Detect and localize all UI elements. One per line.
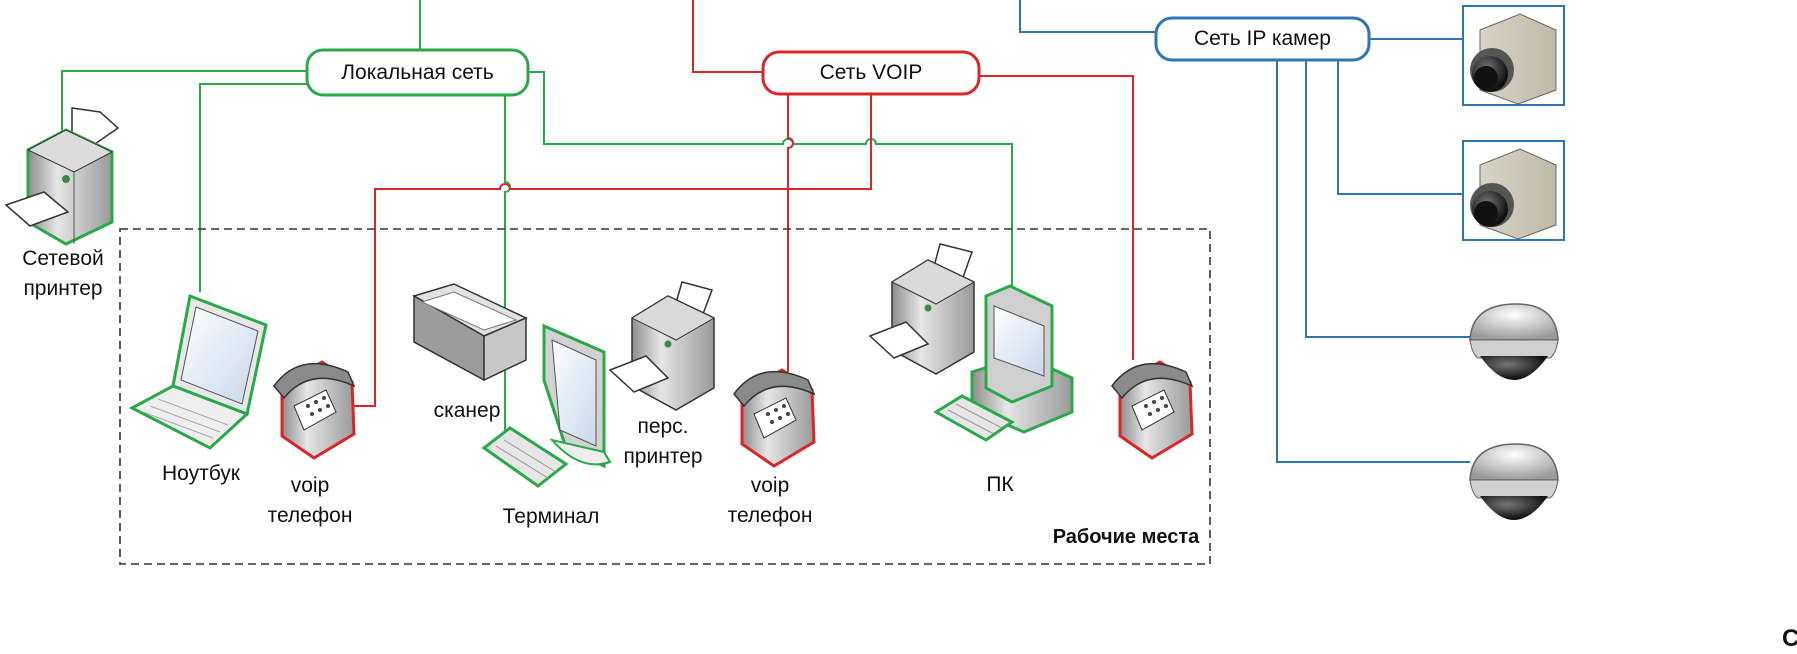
- pc-icon[interactable]: [868, 243, 1074, 442]
- cut-off-label: С: [1782, 625, 1797, 652]
- lan-to-notebook: [199, 83, 307, 292]
- voip-to-phone-3: [979, 75, 1134, 360]
- voip-phone-2-label-line-2: телефон: [727, 504, 813, 527]
- ipcam-to-cam-3: [1305, 61, 1470, 338]
- lan-to-net-printer: [61, 70, 307, 140]
- ipcam-to-cam-4: [1276, 61, 1470, 463]
- ipcam-links: [1019, 0, 1470, 463]
- ipcam-uplink: [1019, 0, 1156, 33]
- net-printer-label: Сетевой принтер: [8, 244, 118, 304]
- workplaces-label: Рабочие места: [1052, 526, 1200, 548]
- box-camera-icon-2[interactable]: [1462, 140, 1565, 241]
- lan-to-terminal: [504, 96, 511, 435]
- pc-label: ПК: [986, 473, 1014, 496]
- terminal-label: Терминал: [502, 505, 600, 528]
- voip-links: [348, 0, 1134, 407]
- scanner-icon[interactable]: [412, 283, 528, 382]
- notebook-label: Ноутбук: [162, 462, 240, 485]
- voip-phone-2-label: voip телефон: [715, 471, 825, 531]
- voip-label: Сеть VOIP: [819, 61, 923, 84]
- dome-camera-icon-2[interactable]: [1469, 443, 1559, 520]
- voip-phone-1-label-line-2: телефон: [267, 504, 353, 527]
- scanner-label: сканер: [433, 399, 501, 422]
- voip-node[interactable]: [761, 50, 981, 96]
- workplaces-frame: [119, 228, 1211, 565]
- voip-uplink: [692, 0, 763, 73]
- pers-printer-icon[interactable]: [608, 281, 716, 411]
- voip-phone-icon-1[interactable]: [273, 360, 356, 460]
- lan-node[interactable]: [305, 48, 530, 97]
- ipcam-to-cam-2: [1337, 61, 1462, 195]
- ipcam-label: Сеть IP камер: [1194, 27, 1331, 50]
- voip-phone-1-label: voip телефон: [255, 471, 365, 531]
- net-printer-label-line-2: принтер: [23, 277, 103, 300]
- lan-label: Локальная сеть: [341, 60, 494, 84]
- pers-printer-label-line-2: принтер: [623, 445, 703, 468]
- voip-phone-1-label-line-1: voip: [290, 474, 330, 497]
- ipcam-node[interactable]: [1154, 16, 1371, 62]
- net-printer-icon[interactable]: [4, 107, 120, 246]
- dome-camera-icon-1[interactable]: [1469, 303, 1559, 380]
- notebook-icon[interactable]: [128, 293, 268, 450]
- pers-printer-label-line-1: перс.: [637, 415, 689, 438]
- voip-phone-icon-2[interactable]: [733, 368, 816, 468]
- voip-to-phone-2: [787, 93, 794, 372]
- voip-to-phone-1: [348, 93, 872, 407]
- terminal-icon[interactable]: [481, 323, 612, 488]
- net-printer-label-line-1: Сетевой: [22, 247, 104, 270]
- pers-printer-label: перс. принтер: [608, 412, 718, 472]
- voip-phone-2-label-line-1: voip: [750, 474, 790, 497]
- voip-phone-icon-3[interactable]: [1111, 360, 1194, 460]
- box-camera-icon-1[interactable]: [1462, 5, 1565, 106]
